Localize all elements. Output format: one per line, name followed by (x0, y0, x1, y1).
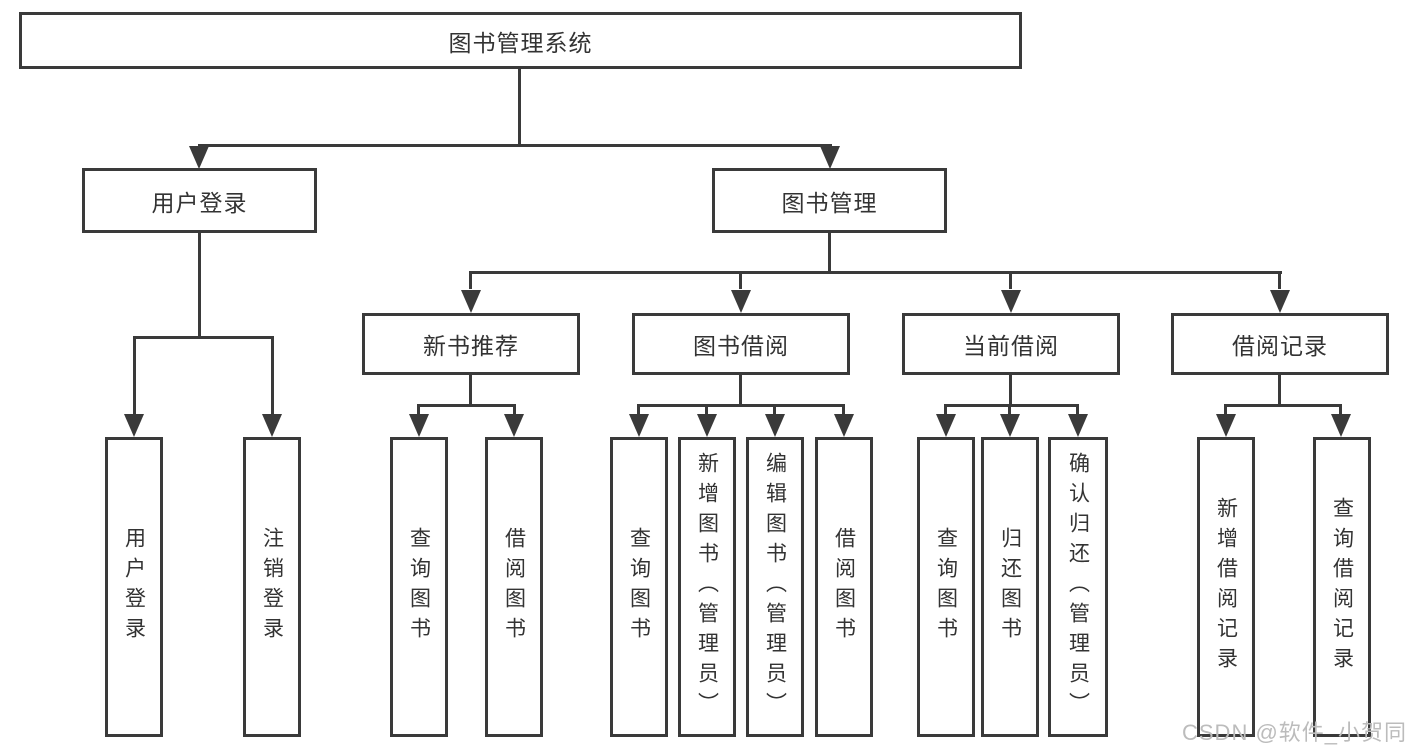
connector-arrowhead (1068, 414, 1088, 437)
connector-hline (1224, 404, 1342, 407)
leaf-borrow-books: 借阅图书 (815, 437, 873, 737)
connector-arrowhead (1216, 414, 1236, 437)
leaf-label: 查询图书 (934, 527, 958, 647)
node-new-book-recommend: 新书推荐 (362, 313, 580, 375)
leaf-label: 用户登录 (122, 527, 146, 647)
leaf-query-borrow-record: 查询借阅记录 (1313, 437, 1371, 737)
connector-arrowhead (629, 414, 649, 437)
connector-hline (944, 404, 1079, 407)
connector-arrowhead (461, 290, 481, 313)
leaf-query-books-recommend: 查询图书 (390, 437, 448, 737)
leaf-label: 注销登录 (260, 527, 284, 647)
leaf-query-books-current: 查询图书 (917, 437, 975, 737)
connector-vline (1076, 404, 1079, 414)
leaf-user-login: 用户登录 (105, 437, 163, 737)
connector-vline (198, 233, 201, 336)
connector-vline (1278, 271, 1281, 289)
node-book-borrowing: 图书借阅 (632, 313, 850, 375)
leaf-label: 借阅图书 (502, 527, 526, 647)
leaf-query-books-borrowing: 查询图书 (610, 437, 668, 737)
leaf-label: 新增图书（管理员） (695, 452, 719, 722)
connector-arrowhead (936, 414, 956, 437)
connector-arrowhead (1000, 414, 1020, 437)
connector-vline (1224, 404, 1227, 414)
connector-arrowhead (189, 146, 209, 169)
connector-vline (1278, 375, 1281, 407)
csdn-watermark: CSDN @软件_小贺同学 (1182, 720, 1405, 745)
connector-arrowhead (262, 414, 282, 437)
connector-vline (1008, 404, 1011, 414)
leaf-add-borrow-record: 新增借阅记录 (1197, 437, 1255, 737)
connector-vline (705, 404, 708, 414)
leaf-edit-books-admin: 编辑图书（管理员） (746, 437, 804, 737)
node-borrowing-records: 借阅记录 (1171, 313, 1389, 375)
leaf-add-books-admin: 新增图书（管理员） (678, 437, 736, 737)
connector-arrowhead (697, 414, 717, 437)
node-book-management: 图书管理 (712, 168, 947, 233)
connector-arrowhead (731, 290, 751, 313)
connector-arrowhead (504, 414, 524, 437)
connector-vline (1009, 375, 1012, 407)
connector-vline (637, 404, 640, 414)
node-current-borrowing: 当前借阅 (902, 313, 1120, 375)
connector-hline (470, 271, 1282, 274)
leaf-label: 新增借阅记录 (1214, 497, 1238, 677)
connector-arrowhead (1001, 290, 1021, 313)
connector-vline (518, 69, 521, 144)
connector-vline (469, 375, 472, 407)
leaf-confirm-return-admin: 确认归还（管理员） (1048, 437, 1108, 737)
connector-vline (739, 271, 742, 289)
connector-vline (773, 404, 776, 414)
node-library-management-system: 图书管理系统 (19, 12, 1022, 69)
connector-vline (842, 404, 845, 414)
connector-hline (198, 144, 832, 147)
connector-arrowhead (1331, 414, 1351, 437)
leaf-label: 查询图书 (627, 527, 651, 647)
connector-vline (739, 375, 742, 407)
leaf-logout: 注销登录 (243, 437, 301, 737)
connector-arrowhead (409, 414, 429, 437)
connector-vline (469, 271, 472, 289)
connector-vline (417, 404, 420, 414)
leaf-label: 借阅图书 (832, 527, 856, 647)
connector-hline (417, 404, 516, 407)
connector-vline (1009, 271, 1012, 289)
leaf-borrow-books-recommend: 借阅图书 (485, 437, 543, 737)
connector-vline (271, 336, 274, 414)
leaf-label: 查询借阅记录 (1330, 497, 1354, 677)
node-user-login: 用户登录 (82, 168, 317, 233)
connector-vline (1339, 404, 1342, 414)
connector-hline (133, 336, 274, 339)
connector-vline (944, 404, 947, 414)
connector-arrowhead (820, 146, 840, 169)
connector-arrowhead (1270, 290, 1290, 313)
leaf-label: 编辑图书（管理员） (763, 452, 787, 722)
leaf-label: 确认归还（管理员） (1066, 452, 1090, 722)
connector-arrowhead (834, 414, 854, 437)
connector-vline (133, 336, 136, 414)
leaf-label: 归还图书 (998, 527, 1022, 647)
connector-arrowhead (765, 414, 785, 437)
connector-arrowhead (124, 414, 144, 437)
connector-hline (637, 404, 845, 407)
leaf-label: 查询图书 (407, 527, 431, 647)
connector-vline (828, 233, 831, 274)
connector-vline (513, 404, 516, 414)
leaf-return-books: 归还图书 (981, 437, 1039, 737)
